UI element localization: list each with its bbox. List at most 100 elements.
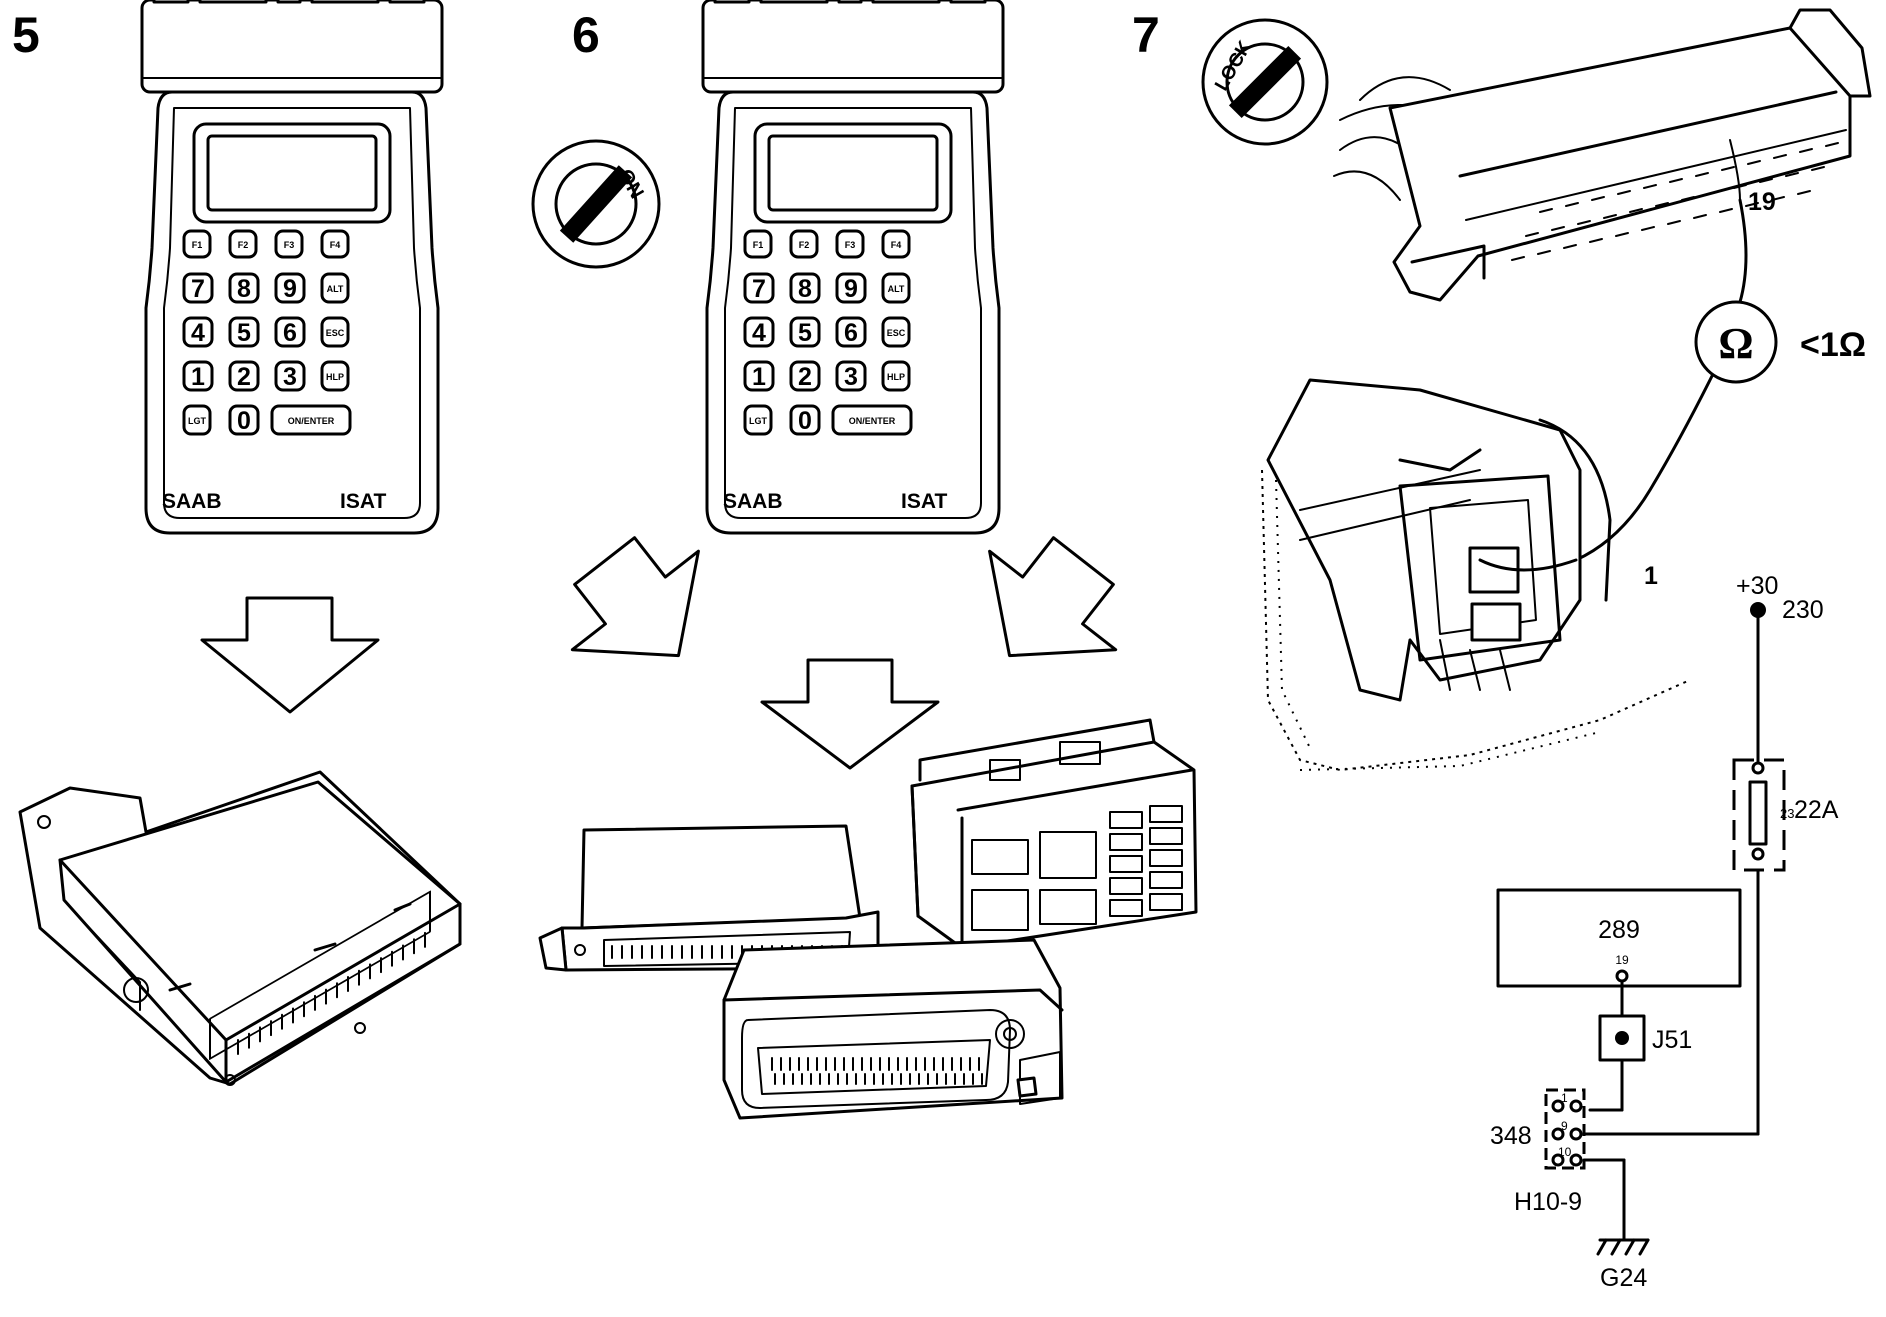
tester-2-key-f3: F3 — [835, 229, 865, 259]
tester-2-key-lgt-label: LGT — [749, 416, 767, 426]
module-289-box — [1496, 888, 1742, 988]
step-number-6: 6 — [572, 7, 600, 63]
connector-348-pin-1: 1 — [1561, 1091, 1568, 1105]
tester-1-key-f1: F1 — [182, 229, 212, 259]
tester-1-brand: SAAB — [162, 490, 222, 513]
tester-2-model: ISAT — [901, 490, 947, 513]
tester-2-key-enter: ON/ENTER — [831, 404, 913, 436]
ohm-symbol: Ω — [1718, 319, 1753, 368]
module-289-label: 289 — [1598, 916, 1640, 944]
tester-1-key-k1: 1 — [182, 360, 214, 392]
ohmmeter-symbol-circle — [1694, 300, 1778, 384]
tester-2-key-f2-label: F2 — [799, 240, 810, 250]
tester-2-key-k2-label: 2 — [798, 363, 812, 391]
control-unit-5-pins — [237, 931, 426, 1055]
tester-2-key-alt: ALT — [881, 272, 911, 304]
tester-2-key-k2: 2 — [789, 360, 821, 392]
tester-2-key-f1-label: F1 — [753, 240, 764, 250]
tester-2-key-hlp-label: HLP — [887, 372, 905, 382]
tester-2-key-k8: 8 — [789, 272, 821, 304]
wall-hatching — [1261, 469, 1691, 772]
tester-1-key-k5-label: 5 — [237, 319, 251, 347]
tester-2-key-esc-label: ESC — [887, 328, 906, 338]
harness-plug: 1 — [1266, 378, 1658, 702]
tester-1-key-f1-label: F1 — [192, 240, 203, 250]
step-number-7: 7 — [1132, 7, 1160, 63]
connector-348-pin-9: 9 — [1561, 1119, 1568, 1133]
tester-2-key-k6-label: 6 — [844, 319, 858, 347]
step-number-5: 5 — [12, 7, 40, 63]
tester-2-key-f4: F4 — [881, 229, 911, 259]
tester-2-key-alt-label: ALT — [888, 284, 905, 294]
arrow-down-2-icon — [760, 658, 940, 770]
tester-2-key-k3-label: 3 — [844, 363, 858, 391]
tester-1-key-alt-label: ALT — [327, 284, 344, 294]
control-unit-6b-grid — [1109, 805, 1183, 917]
tester-2-key-k7: 7 — [743, 272, 775, 304]
tester-1-key-k2: 2 — [228, 360, 260, 392]
tester-2-key-k6: 6 — [835, 316, 867, 348]
tester-1-key-k3: 3 — [274, 360, 306, 392]
tester-2-key-k0: 0 — [789, 404, 821, 436]
tester-1-key-f3: F3 — [274, 229, 304, 259]
connector-348-box — [1544, 1088, 1586, 1170]
connector-ref-label: H10-9 — [1514, 1188, 1582, 1216]
ignition-switch-on: ON — [531, 139, 661, 269]
tester-1-key-k6: 6 — [274, 316, 306, 348]
connector-pin-1-label: 1 — [1644, 562, 1658, 590]
junction-j51-label: J51 — [1652, 1026, 1692, 1054]
tester-2-key-k4-label: 4 — [752, 319, 766, 347]
tester-2-key-k5: 5 — [789, 316, 821, 348]
tester-2-key-k4: 4 — [743, 316, 775, 348]
tester-1-key-k8-label: 8 — [237, 275, 251, 303]
tester-2-key-k1: 1 — [743, 360, 775, 392]
tester-1-key-hlp-label: HLP — [326, 372, 344, 382]
tester-1-key-esc: ESC — [320, 316, 350, 348]
tester-1-key-esc-label: ESC — [326, 328, 345, 338]
tester-1-model: ISAT — [340, 490, 386, 513]
fuse-number: 23 — [1780, 806, 1794, 821]
tester-1-key-k3-label: 3 — [283, 363, 297, 391]
tester-2-key-enter-label: ON/ENTER — [849, 416, 896, 426]
tester-1-key-k5: 5 — [228, 316, 260, 348]
module-289-pin: 19 — [1615, 953, 1629, 967]
tester-2-key-k9-label: 9 — [844, 275, 858, 303]
tester-1-key-f4-label: F4 — [330, 240, 341, 250]
ecu-connector: 19 — [1333, 8, 1872, 302]
tester-2-key-k7-label: 7 — [752, 275, 766, 303]
tester-2-key-k9: 9 — [835, 272, 867, 304]
tester-2-key-f2: F2 — [789, 229, 819, 259]
supply-label: +30 — [1736, 572, 1778, 600]
tester-1-key-enter: ON/ENTER — [270, 404, 352, 436]
tester-1-key-lgt: LGT — [182, 404, 212, 436]
tester-2-key-lgt: LGT — [743, 404, 773, 436]
connector-pin-slots — [1511, 142, 1839, 261]
tester-2-key-f1: F1 — [743, 229, 773, 259]
tester-2-key-k0-label: 0 — [798, 407, 812, 435]
tester-1-key-k0: 0 — [228, 404, 260, 436]
tester-1-key-f2-label: F2 — [238, 240, 249, 250]
tester-1-key-f3-label: F3 — [284, 240, 295, 250]
wiring-schematic: +30 230 23 22A 289 19 J51 1 9 10 348 H10… — [1490, 572, 1839, 1292]
tester-2-key-k5-label: 5 — [798, 319, 812, 347]
arrow-down-1-icon — [200, 596, 380, 714]
tester-1-key-lgt-label: LGT — [188, 416, 206, 426]
fuse-rating: 22A — [1794, 796, 1839, 824]
ohmmeter: Ω <1Ω — [1574, 198, 1866, 562]
arrow-diag-right-icon — [988, 536, 1118, 658]
tester-1-key-f2: F2 — [228, 229, 258, 259]
tester-1-key-k8: 8 — [228, 272, 260, 304]
tester-2-key-esc: ESC — [881, 316, 911, 348]
connector-348-pin-10: 10 — [1558, 1145, 1572, 1159]
control-unit-6c-pins — [771, 1057, 983, 1085]
supply-node-label: 230 — [1782, 596, 1824, 624]
resistance-reading: <1Ω — [1800, 326, 1866, 364]
tester-1-key-k2-label: 2 — [237, 363, 251, 391]
tester-1-key-f4: F4 — [320, 229, 350, 259]
ground-label: G24 — [1600, 1264, 1647, 1292]
